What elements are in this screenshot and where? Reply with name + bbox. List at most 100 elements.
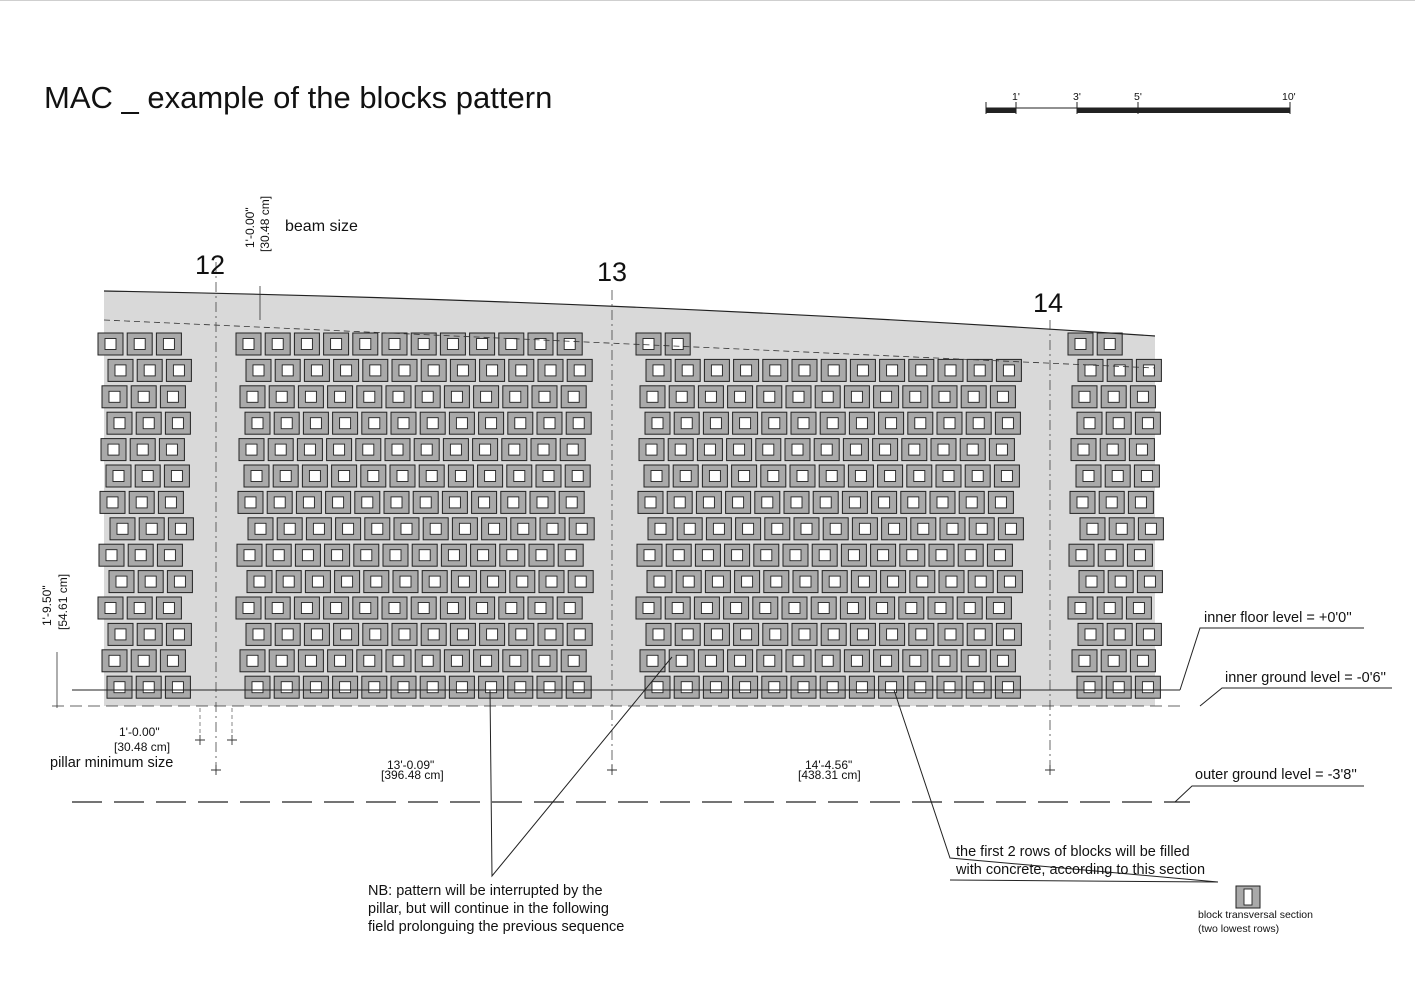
block-hole	[734, 654, 747, 667]
block-hole	[738, 470, 751, 482]
block-hole	[271, 602, 284, 614]
block-hole	[674, 443, 687, 456]
block-hole	[341, 575, 354, 588]
block-hole	[943, 417, 956, 430]
block-hole	[104, 602, 117, 614]
block-hole	[1103, 602, 1116, 614]
pillar-minimum-size-label: pillar minimum size	[50, 755, 174, 771]
block-hole	[741, 575, 754, 588]
block-hole	[368, 417, 381, 430]
block-hole	[797, 681, 810, 694]
block-hole	[115, 575, 128, 588]
dimension-tick	[607, 765, 617, 775]
block-hole	[142, 681, 155, 694]
block-hole	[702, 496, 715, 509]
block-hole	[1141, 681, 1154, 694]
block-hole	[731, 549, 744, 562]
block-hole	[398, 628, 411, 641]
block-hole	[250, 470, 263, 482]
block-hole	[730, 602, 743, 614]
block-hole	[421, 654, 434, 667]
block-hole	[304, 390, 317, 403]
block-hole	[515, 364, 528, 377]
block-hole	[246, 390, 259, 403]
block-hole	[682, 575, 695, 588]
block-hole	[421, 390, 434, 403]
block-hole	[733, 443, 746, 456]
block-hole	[1004, 522, 1017, 535]
block-hole	[426, 681, 439, 694]
block-hole	[916, 575, 929, 588]
block-hole	[340, 628, 353, 641]
fill-note-leader	[893, 689, 1219, 883]
block-hole	[537, 443, 550, 456]
block-hole	[1141, 417, 1154, 430]
block-hole	[480, 390, 493, 403]
block-hole	[909, 654, 922, 667]
block-hole	[708, 470, 721, 482]
block-hole	[800, 522, 813, 535]
block-hole	[251, 417, 264, 430]
block-hole	[359, 338, 372, 350]
block-hole	[419, 496, 432, 509]
block-hole	[710, 364, 723, 377]
block-hole	[1074, 338, 1087, 350]
block-hole	[114, 628, 127, 641]
block-hole	[417, 338, 430, 350]
block-hole	[113, 681, 126, 694]
block-hole	[760, 549, 773, 562]
block-hole	[400, 522, 413, 535]
block-hole	[944, 364, 957, 377]
block-hole	[710, 628, 723, 641]
inner-floor-level-label: inner floor level = +0'0''	[1204, 610, 1352, 626]
block-hole	[363, 654, 376, 667]
block-hole	[763, 390, 776, 403]
block-hole	[534, 338, 547, 350]
block-hole	[304, 654, 317, 667]
block-hole	[740, 628, 753, 641]
block-hole	[671, 602, 684, 614]
block-hole	[1105, 496, 1118, 509]
block-hole	[650, 470, 663, 482]
section-block-hole	[1243, 888, 1253, 906]
block-hole	[820, 443, 833, 456]
block-hole	[993, 549, 1006, 562]
block-hole	[428, 575, 441, 588]
block-hole	[105, 549, 118, 562]
block-hole	[513, 470, 526, 482]
block-hole	[312, 522, 325, 535]
block-hole	[995, 443, 1008, 456]
block-hole	[1133, 549, 1146, 562]
block-hole	[973, 364, 986, 377]
block-hole	[104, 338, 117, 350]
block-hole	[141, 470, 154, 482]
block-hole	[420, 443, 433, 456]
block-hole	[675, 654, 688, 667]
block-hole	[915, 364, 928, 377]
block-hole	[417, 602, 430, 614]
block-hole	[170, 470, 183, 482]
block-hole	[767, 470, 780, 482]
block-hole	[854, 470, 867, 482]
block-hole	[134, 549, 147, 562]
block-hole	[679, 470, 692, 482]
block-hole	[652, 364, 665, 377]
block-hole	[563, 338, 576, 350]
block-hole	[642, 602, 655, 614]
block-hole	[709, 417, 722, 430]
beam-dimension: 1'-0.00"	[243, 207, 257, 248]
block-hole	[740, 364, 753, 377]
block-hole	[974, 575, 987, 588]
block-hole	[534, 602, 547, 614]
block-hole	[456, 364, 469, 377]
scale-tick-5: 5'	[1134, 91, 1142, 103]
block-hole	[392, 390, 405, 403]
block-hole	[363, 390, 376, 403]
block-hole	[391, 443, 404, 456]
block-hole	[642, 338, 655, 350]
block-hole	[644, 496, 657, 509]
block-hole	[300, 338, 313, 350]
block-hole	[538, 390, 551, 403]
block-hole	[279, 470, 292, 482]
block-hole	[362, 443, 375, 456]
